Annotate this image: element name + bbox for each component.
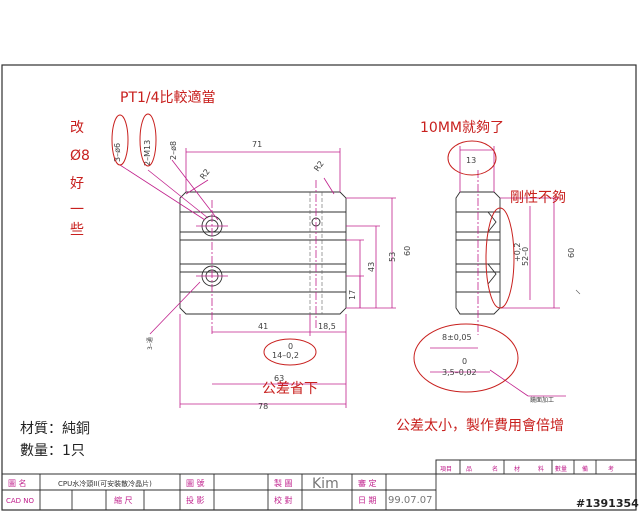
parts-header-name-2: 名 [492, 465, 498, 473]
dim-3-5: 3,5–0,02 [442, 368, 477, 377]
review-markups [111, 113, 519, 393]
parts-header-material-1: 材 [514, 465, 520, 473]
dim-13: 13 [466, 156, 476, 165]
label-verify: 校 對 [274, 495, 293, 505]
dim-78: 78 [258, 402, 268, 411]
note-change-col-1: 改 [70, 120, 84, 136]
dim-14: 14–0,2 [272, 351, 299, 360]
dim-60-side: 60 [567, 248, 576, 258]
dim-41: 41 [258, 322, 268, 331]
label-date: 日 期 [358, 496, 377, 505]
front-view-dimensions [119, 148, 396, 408]
callout-3-holes-6: 3–ø6 [113, 143, 122, 162]
dim-63: 63 [274, 374, 284, 383]
parts-header-qty: 數量 [555, 465, 567, 473]
drawing-frame [1, 64, 637, 511]
surface-note: 鏡面加工 [530, 396, 554, 404]
label-cad-no: CAD NO [6, 497, 35, 505]
radius-r2-left: R2 [198, 167, 211, 181]
note-change-col-5: 些 [70, 222, 84, 238]
value-designer: Kim [312, 476, 339, 492]
title-block [1, 459, 637, 511]
parts-header-remark-2: 考 [608, 465, 614, 473]
note-tolerance-small: 公差太小，製作費用會倍增 [396, 418, 564, 434]
note-rigidity: 剛性不夠 [510, 190, 566, 206]
parts-header-item: 項目 [440, 466, 452, 473]
callout-3-through: 3–通 [146, 337, 154, 350]
dim-53: 53 [388, 252, 397, 262]
parts-header-name-1: 品 [466, 466, 472, 473]
label-drawing-name: 圖 名 [8, 478, 27, 488]
callout-2-m13: 2–M13 [143, 140, 152, 166]
front-view [179, 180, 347, 335]
dim-71: 71 [252, 140, 262, 149]
dim-17: 17 [348, 290, 357, 300]
callout-2-holes-8: 2–ø8 [169, 141, 178, 160]
dim-52: 52–0 [521, 247, 530, 266]
material-spec: 材質：純銅 [20, 421, 90, 437]
label-checker: 審 定 [358, 478, 377, 488]
dim-60-front: 60 [403, 246, 412, 256]
label-designer: 製 圖 [274, 478, 293, 488]
note-change-col-2: Ø8 [70, 148, 90, 164]
side-view [430, 146, 581, 397]
parts-header-remark-1: 備 [582, 465, 588, 473]
value-date: 99.07.07 [388, 495, 433, 506]
note-change-col-3: 好 [70, 176, 84, 192]
dim-14-upper: 0 [288, 342, 293, 351]
quantity-spec: 數量：1只 [20, 443, 85, 459]
parts-header-material-2: 料 [538, 465, 544, 473]
dim-18-5: 18,5 [318, 322, 336, 331]
dim-8: 8±0,05 [442, 333, 472, 342]
dim-43: 43 [367, 262, 376, 272]
value-drawing-name: CPU水冷頭II(可安裝散冷晶片) [58, 479, 152, 488]
note-change-col-4: 一 [70, 202, 84, 218]
note-pt-fitting: PT1/4比較適當 [120, 89, 216, 106]
note-tolerance-omit: 公差省下 [262, 381, 318, 397]
label-scale: 縮 尺 [114, 495, 133, 505]
watermark-id: #1391354 [576, 497, 639, 510]
dim-52-upper: +0,2 [513, 243, 522, 262]
radius-r2-right: R2 [312, 159, 325, 173]
label-projection: 投 影 [186, 495, 205, 505]
label-drawing-no: 圖 號 [186, 478, 205, 488]
dim-3-5-upper: 0 [462, 357, 467, 366]
note-thickness: 10MM就夠了 [420, 120, 504, 136]
